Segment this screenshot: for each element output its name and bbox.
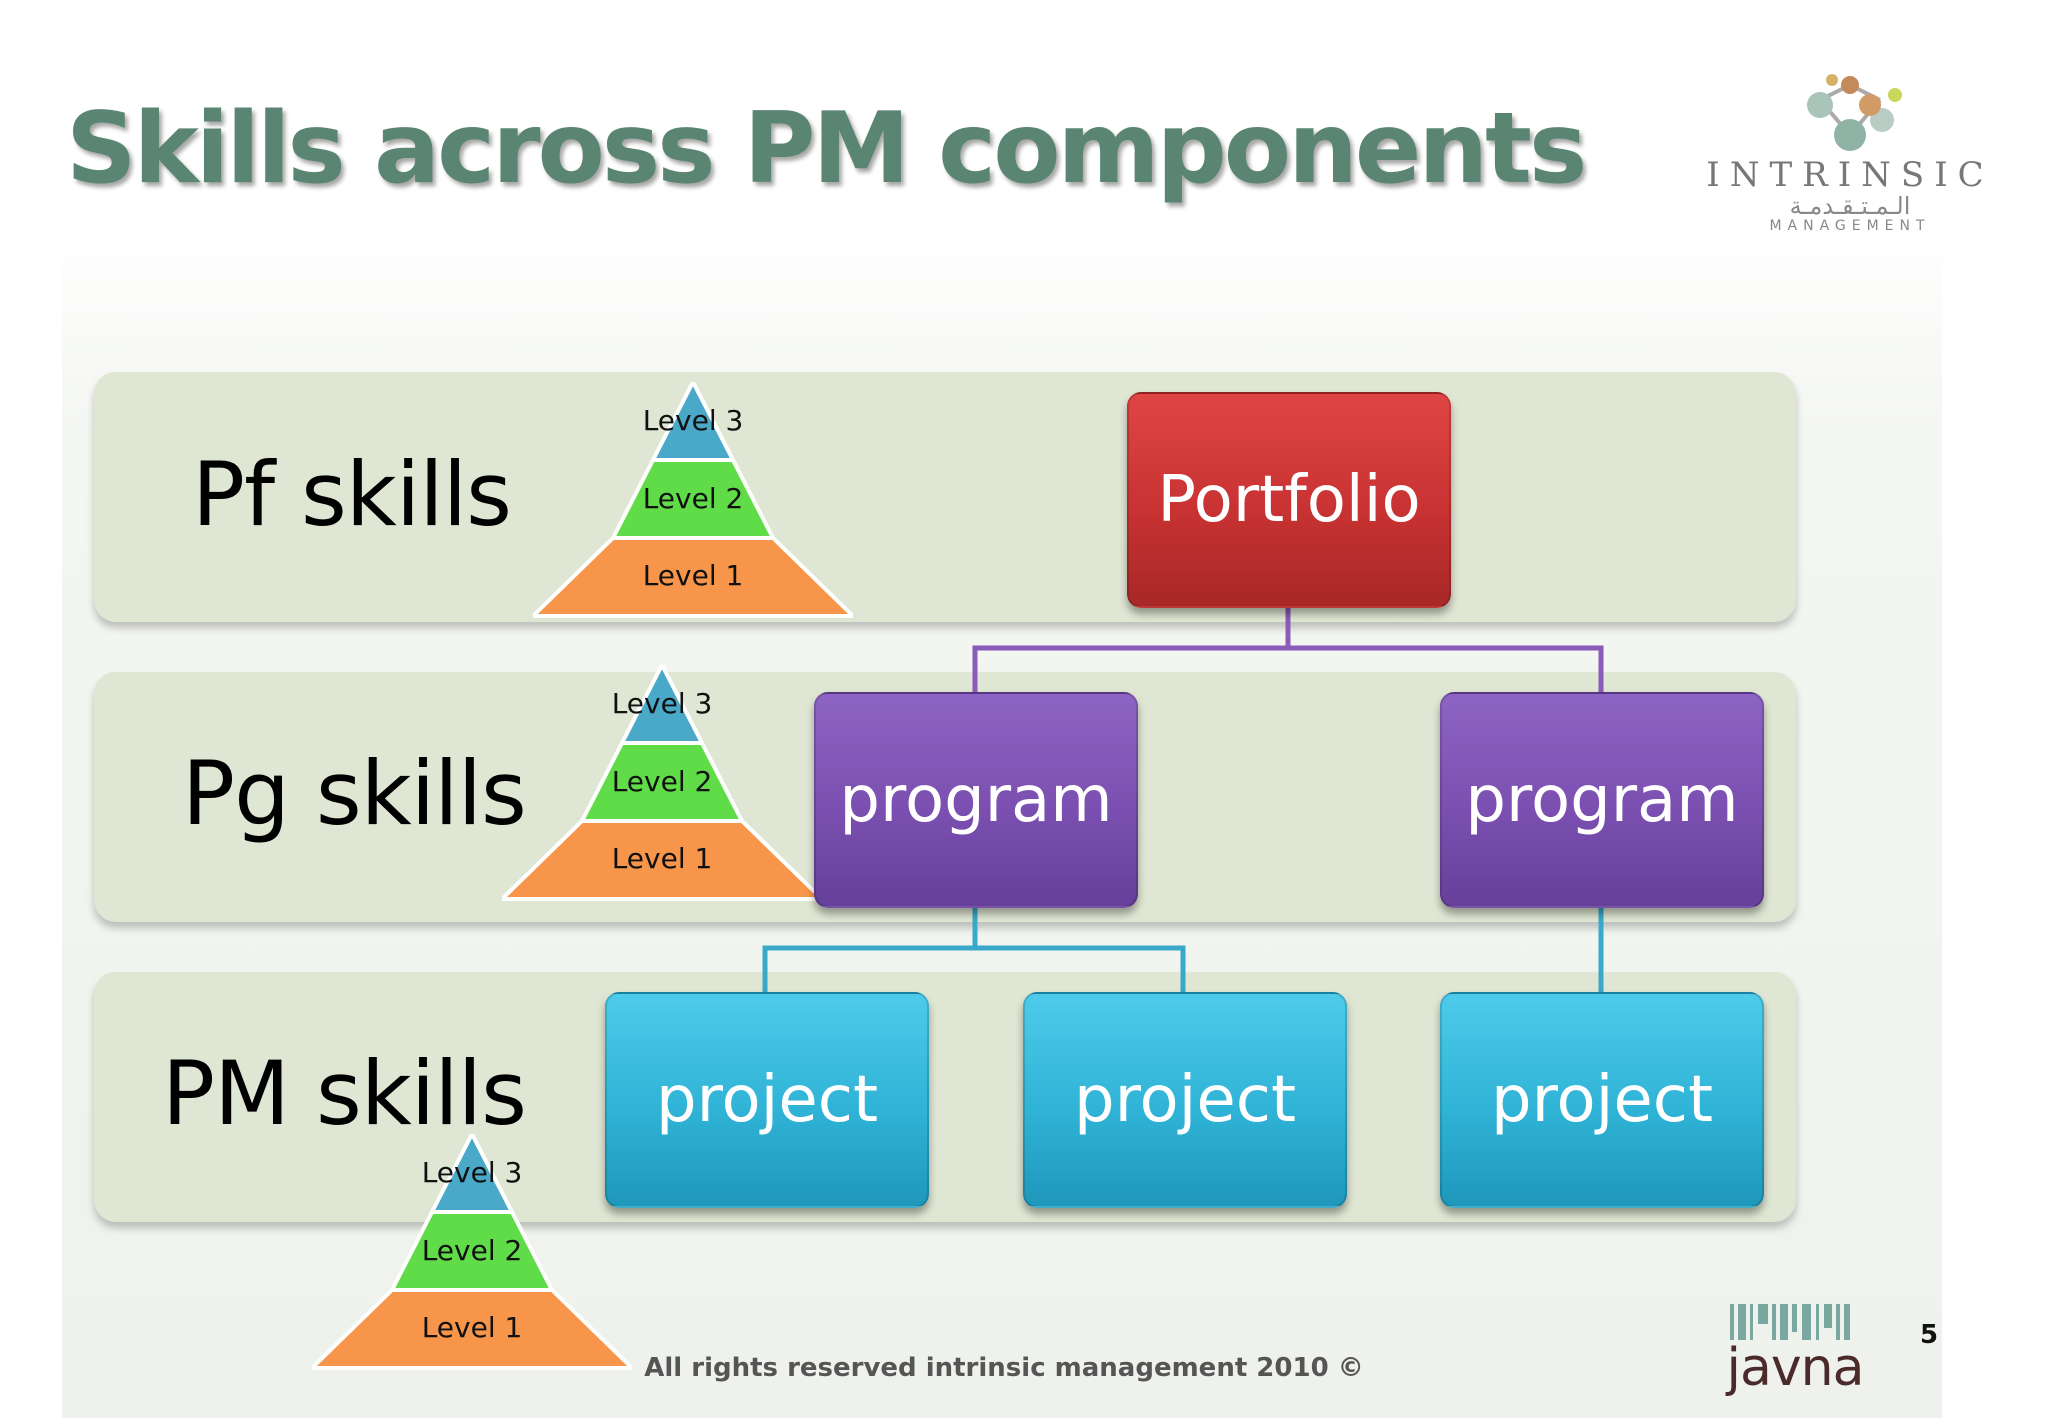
program-project-connector (762, 906, 978, 994)
pf-skills-label: Pf skills (192, 443, 512, 546)
pm-level-pyramid: Level 3 Level 2 Level 1 (312, 1134, 632, 1374)
logo-subtitle: MANAGEMENT (1769, 218, 1931, 234)
pyramid-level-3-label: Level 3 (642, 404, 744, 437)
program-box: program (814, 692, 1138, 908)
logo-arabic-wordmark: الـمـتـقـدمـة (1789, 192, 1911, 220)
pyramid-level-2-label: Level 2 (611, 765, 713, 798)
pyramid-level-1-label: Level 1 (421, 1311, 523, 1344)
barcode-icon (1730, 1304, 1850, 1340)
project-box: project (1440, 992, 1764, 1208)
pyramid-level-3-label: Level 3 (421, 1156, 523, 1189)
logo-wordmark: INTRINSIC (1706, 155, 1994, 195)
project-box-label: project (655, 1063, 879, 1137)
pyramid-level-1-segment (312, 1288, 632, 1370)
pyramid-level-2-label: Level 2 (421, 1234, 523, 1267)
pg-skills-label: Pg skills (182, 742, 527, 845)
project-box-label: project (1073, 1063, 1297, 1137)
portfolio-box-label: Portfolio (1157, 463, 1421, 537)
portfolio-program-connector (1288, 645, 1604, 694)
intrinsic-logo: INTRINSIC الـمـتـقـدمـة MANAGEMENT (1700, 60, 2000, 240)
portfolio-band (94, 372, 1796, 622)
molecule-icon (1807, 74, 1902, 151)
pf-level-pyramid: Level 3 Level 2 Level 1 (533, 382, 853, 622)
page-number: 5 (1920, 1320, 1939, 1350)
pyramid-level-1-label: Level 1 (611, 842, 713, 875)
javna-logo: javna (1720, 1300, 1880, 1400)
pg-level-pyramid: Level 3 Level 2 Level 1 (502, 665, 822, 905)
pyramid-level-3-label: Level 3 (611, 687, 713, 720)
project-box-label: project (1490, 1063, 1714, 1137)
copyright-footer: All rights reserved intrinsic management… (644, 1353, 1364, 1383)
pyramid-level-1-segment (502, 819, 822, 901)
portfolio-program-connector (972, 606, 1291, 694)
project-box: project (605, 992, 929, 1208)
project-box: project (1023, 992, 1347, 1208)
slide-title: Skills across PM components (66, 92, 1587, 206)
portfolio-box: Portfolio (1127, 392, 1451, 608)
program-project-connector (975, 945, 1186, 994)
pyramid-level-1-segment (533, 536, 853, 618)
pm-skills-label: PM skills (162, 1042, 527, 1145)
program-box-label: program (1465, 763, 1739, 837)
javna-wordmark: javna (1726, 1338, 1865, 1398)
pyramid-level-1-label: Level 1 (642, 559, 744, 592)
pyramid-level-2-label: Level 2 (642, 482, 744, 515)
program-box: program (1440, 692, 1764, 908)
program-box-label: program (839, 763, 1113, 837)
